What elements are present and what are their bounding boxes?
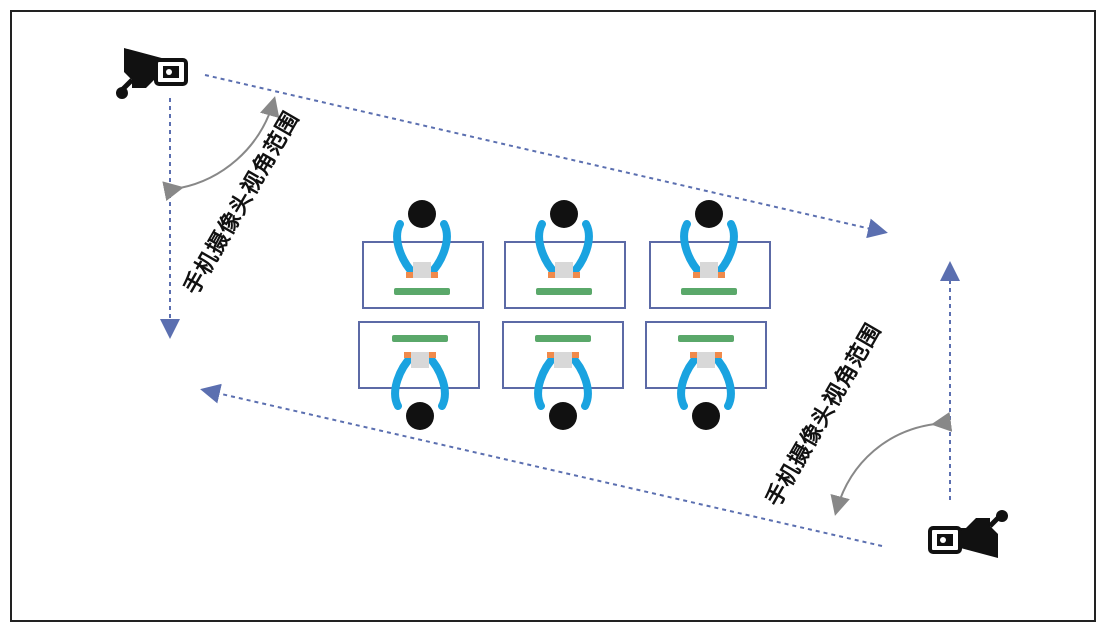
desk (504, 241, 626, 309)
person-at-desk-icon (535, 335, 591, 430)
person-at-desk-icon (394, 200, 450, 295)
person-at-desk-icon (681, 200, 737, 295)
person-at-desk-icon (536, 200, 592, 295)
desk (358, 321, 480, 389)
view-range-label-bottom: 手机摄像头视角范围 (761, 319, 887, 511)
desk (362, 241, 484, 309)
camera-icon-bottom-right (928, 510, 1008, 558)
desk (502, 321, 624, 389)
view-line-diagonal-bottom (200, 383, 883, 547)
person-at-desk-icon (678, 335, 734, 430)
camera-icon-top-left (116, 48, 188, 99)
desk (649, 241, 771, 309)
desk-group (358, 241, 771, 389)
angle-arc-bottom-right (830, 411, 953, 516)
desk (645, 321, 767, 389)
view-line-diagonal-top (204, 74, 888, 239)
person-at-desk-icon (392, 335, 448, 430)
view-range-label-top: 手机摄像头视角范围 (179, 107, 305, 299)
angle-arc-top-left (162, 96, 280, 201)
